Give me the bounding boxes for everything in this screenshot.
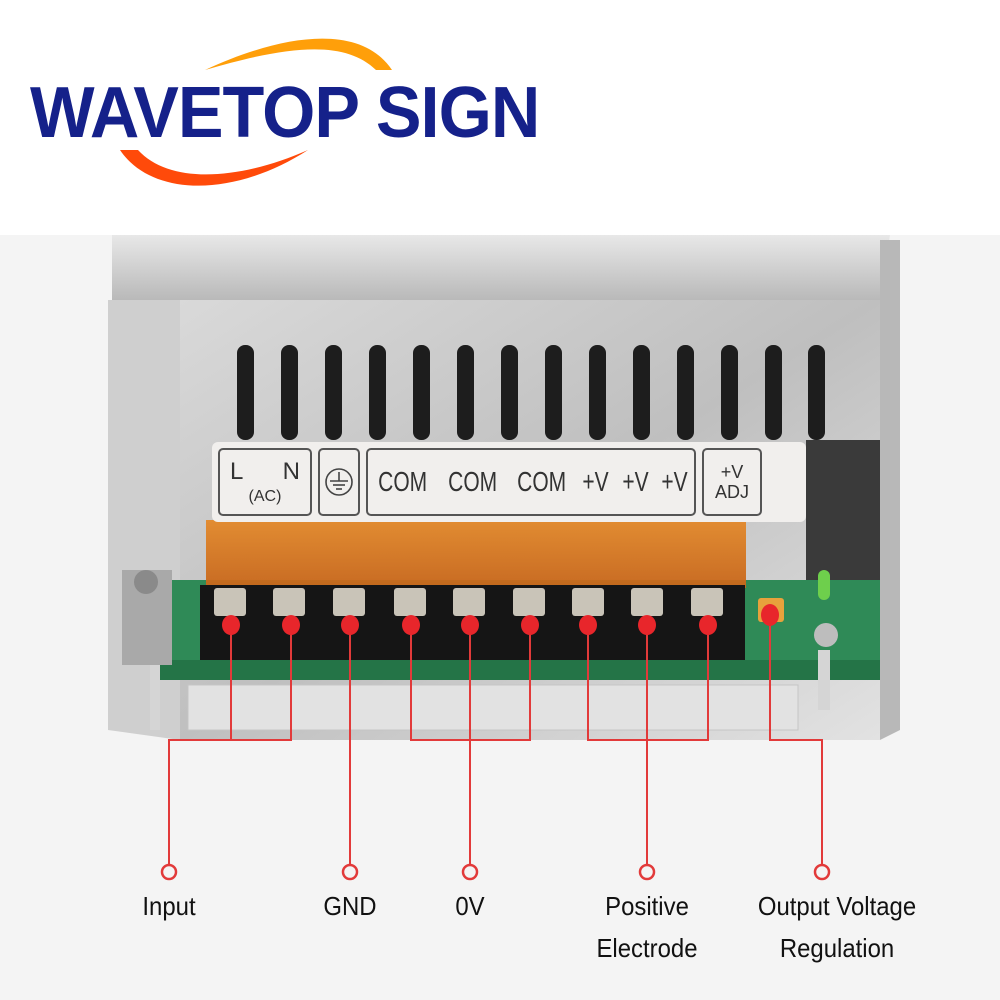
header: WAVETOP SIGN xyxy=(0,0,1000,235)
swoosh-icon xyxy=(120,38,392,186)
label-ac-input: L N (AC) xyxy=(218,448,312,516)
label-com-3: COM xyxy=(517,466,567,497)
label-outputs: COM COM COM +V +V +V xyxy=(366,448,696,516)
label-n: N xyxy=(282,458,300,485)
power-supply-illustration xyxy=(108,235,900,881)
label-v-2: +V xyxy=(622,466,649,497)
label-com-2: COM xyxy=(447,466,497,497)
label-v-3: +V xyxy=(661,466,688,497)
brand-name: WAVETOP SIGN xyxy=(30,73,540,153)
label-ground xyxy=(318,448,360,516)
label-adj-v: +V xyxy=(720,462,744,482)
label-voltage-adjust: +V ADJ xyxy=(702,448,762,516)
label-l: L xyxy=(230,458,244,485)
terminal-markers xyxy=(222,604,779,635)
earth-ground-icon xyxy=(325,468,353,496)
label-ac: (AC) xyxy=(248,488,282,505)
label-adj: ADJ xyxy=(714,482,749,502)
brand-logo: WAVETOP SIGN xyxy=(0,0,560,220)
label-v-1: +V xyxy=(582,466,610,497)
label-com-1: COM xyxy=(378,466,428,497)
terminal-label-strip: L N (AC) COM COM COM +V +V +V +V ADJ xyxy=(212,442,806,522)
